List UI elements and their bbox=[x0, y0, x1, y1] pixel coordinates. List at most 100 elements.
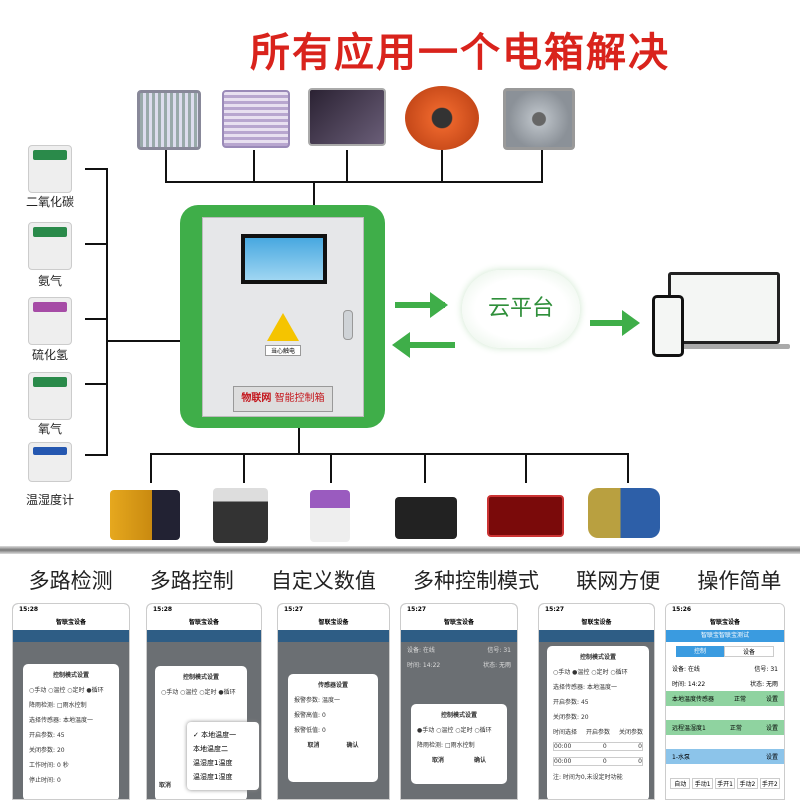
phone-screenshot-2: 15:28 智联宝设备 控制模式设置 ○手动 ○温控 ○定时 ●循环 取消 ✓ … bbox=[146, 603, 262, 800]
mode-radio-group[interactable]: ○手动 ○温控 ○定时 ●循环 bbox=[29, 687, 104, 694]
status-time: 15:27 bbox=[539, 604, 654, 616]
status: 正常 bbox=[733, 696, 746, 703]
open-param-input[interactable]: 45 bbox=[580, 699, 589, 706]
solar-panel-image bbox=[308, 88, 386, 146]
param-cell[interactable]: 0 bbox=[638, 743, 642, 750]
label: 报警参数: bbox=[294, 697, 321, 704]
signal: 信号: 31 bbox=[754, 666, 778, 673]
dialog-title: 控制模式设置 bbox=[440, 712, 477, 719]
control-mode-dialog: 控制模式设置 ○手动 ●温控 ○定时 ○循环 选择传感器: 本地温度一 开启参数… bbox=[547, 646, 649, 799]
sensor-select[interactable]: 本地温度一 bbox=[62, 717, 93, 724]
open-param-input[interactable]: 45 bbox=[56, 732, 65, 739]
cancel-button[interactable]: 取消 bbox=[431, 757, 444, 764]
label: 开启参数: bbox=[553, 699, 580, 706]
sensor-label-h2s: 硫化氢 bbox=[31, 348, 68, 362]
label: 降雨检测: bbox=[417, 742, 444, 749]
rain-control-checkbox[interactable]: □雨水控制 bbox=[444, 742, 475, 749]
dialog-title: 控制模式设置 bbox=[579, 654, 616, 661]
param-cell[interactable]: 0 bbox=[638, 758, 642, 765]
column-header: 关闭参数 bbox=[618, 729, 643, 736]
manual-open-1-button[interactable]: 手开1 bbox=[714, 778, 736, 789]
label: 降雨检测: bbox=[29, 702, 56, 709]
phone-image bbox=[652, 295, 684, 357]
dialog-title: 控制模式设置 bbox=[52, 672, 89, 679]
tab-device[interactable]: 设备 bbox=[724, 646, 774, 657]
sensor-label-ammonia: 氨气 bbox=[37, 274, 62, 288]
signal: 信号: 31 bbox=[487, 647, 511, 654]
co2-sensor-image bbox=[28, 145, 72, 193]
confirm-button[interactable]: 确认 bbox=[346, 742, 359, 749]
work-time-input[interactable]: 0 bbox=[56, 762, 61, 769]
app-title: 智联宝设备 bbox=[147, 616, 261, 630]
sensor-label-thermo-hygrometer: 温湿度计 bbox=[25, 493, 74, 507]
status: 正常 bbox=[729, 725, 742, 732]
app-title: 智联宝设备 bbox=[278, 616, 389, 630]
arrow-right-icon bbox=[395, 302, 445, 308]
device-status: 设备: 在线 bbox=[672, 666, 700, 673]
time-cell[interactable]: 00:00 bbox=[554, 758, 572, 765]
stop-time-input[interactable]: 0 bbox=[56, 777, 61, 784]
label: 关闭参数: bbox=[553, 714, 580, 721]
alarm-high-input[interactable]: 0 bbox=[321, 712, 326, 719]
cancel-button[interactable]: 取消 bbox=[307, 742, 320, 749]
pump-name: 1-水泵 bbox=[672, 754, 690, 761]
confirm-button[interactable]: 确认 bbox=[473, 757, 486, 764]
manual-1-button[interactable]: 手动1 bbox=[692, 778, 713, 789]
settings-link[interactable]: 设置 bbox=[765, 696, 778, 703]
device-status: 设备: 在线 bbox=[407, 647, 435, 654]
feature-item: 自定义数值 bbox=[270, 569, 376, 593]
time-value: 时间: 14:22 bbox=[407, 662, 441, 669]
label: 开启参数: bbox=[29, 732, 56, 739]
plate-brand: 物联网 bbox=[241, 393, 272, 404]
label: 选择传感器: bbox=[553, 684, 586, 691]
close-param-input[interactable]: 20 bbox=[580, 714, 589, 721]
cancel-button[interactable]: 取消 bbox=[159, 782, 172, 789]
param-cell[interactable]: 0 bbox=[602, 743, 607, 750]
cloud-label: 云平台 bbox=[487, 296, 554, 321]
device-bar: 智联宝智联宝测试 bbox=[666, 630, 784, 642]
menu-option[interactable]: 温湿度1温度 bbox=[193, 759, 233, 767]
menu-option[interactable]: ✓ 本地温度一 bbox=[193, 731, 237, 739]
param-cell[interactable]: 0 bbox=[602, 758, 607, 765]
sensor-name: 远程温湿度1 bbox=[672, 725, 706, 732]
label: 停止时间: bbox=[29, 777, 56, 784]
touch-screen bbox=[241, 234, 327, 284]
settings-link[interactable]: 设置 bbox=[765, 754, 778, 761]
pump-motor-image bbox=[588, 488, 660, 538]
status-time: 15:27 bbox=[278, 604, 389, 616]
mode-radio-group[interactable]: ○手动 ●温控 ○定时 ○循环 bbox=[553, 669, 628, 676]
plate-text: 智能控制箱 bbox=[274, 393, 325, 404]
tab-control[interactable]: 控制 bbox=[676, 646, 724, 657]
alarm-param-select[interactable]: 温度一 bbox=[321, 697, 340, 704]
thermo-hygrometer-image bbox=[28, 442, 72, 482]
status-time: 15:28 bbox=[13, 604, 129, 616]
mode-radio-group[interactable]: ○手动 ○温控 ○定时 ●循环 bbox=[161, 689, 236, 696]
oxygen-sensor-image bbox=[28, 372, 72, 420]
axial-fan-image bbox=[405, 86, 479, 150]
state: 状态: 无雨 bbox=[750, 681, 778, 688]
settings-link[interactable]: 设置 bbox=[765, 725, 778, 732]
arrow-left-icon bbox=[405, 342, 455, 348]
arrow-right-icon bbox=[590, 320, 630, 326]
alarm-low-input[interactable]: 0 bbox=[321, 727, 326, 734]
feature-item: 联网方便 bbox=[576, 569, 661, 593]
manual-open-2-button[interactable]: 手开2 bbox=[759, 778, 781, 789]
sensor-select[interactable]: 本地温度一 bbox=[586, 684, 617, 691]
mode-radio-group[interactable]: ●手动 ○温控 ○定时 ○循环 bbox=[417, 727, 492, 734]
ammonia-sensor-image bbox=[28, 222, 72, 270]
menu-option[interactable]: 本地温度二 bbox=[193, 745, 228, 753]
rain-control-checkbox[interactable]: □雨水控制 bbox=[56, 702, 87, 709]
manual-2-button[interactable]: 手动2 bbox=[737, 778, 758, 789]
high-voltage-warning-icon bbox=[267, 313, 299, 341]
app-title: 智联宝设备 bbox=[13, 616, 129, 630]
app-title: 智联宝设备 bbox=[666, 616, 784, 630]
laptop-image bbox=[668, 272, 780, 344]
sensor-label-oxygen: 氧气 bbox=[37, 422, 62, 436]
app-title: 智联宝设备 bbox=[401, 616, 517, 630]
time-cell[interactable]: 00:00 bbox=[554, 743, 572, 750]
menu-option[interactable]: 温湿度1湿度 bbox=[193, 773, 233, 781]
status-time: 15:27 bbox=[401, 604, 517, 616]
control-mode-dialog: 控制模式设置 ○手动 ○温控 ○定时 ●循环 降雨检测: □雨水控制 选择传感器… bbox=[23, 664, 119, 799]
auto-button[interactable]: 自动 bbox=[670, 778, 691, 789]
close-param-input[interactable]: 20 bbox=[56, 747, 65, 754]
